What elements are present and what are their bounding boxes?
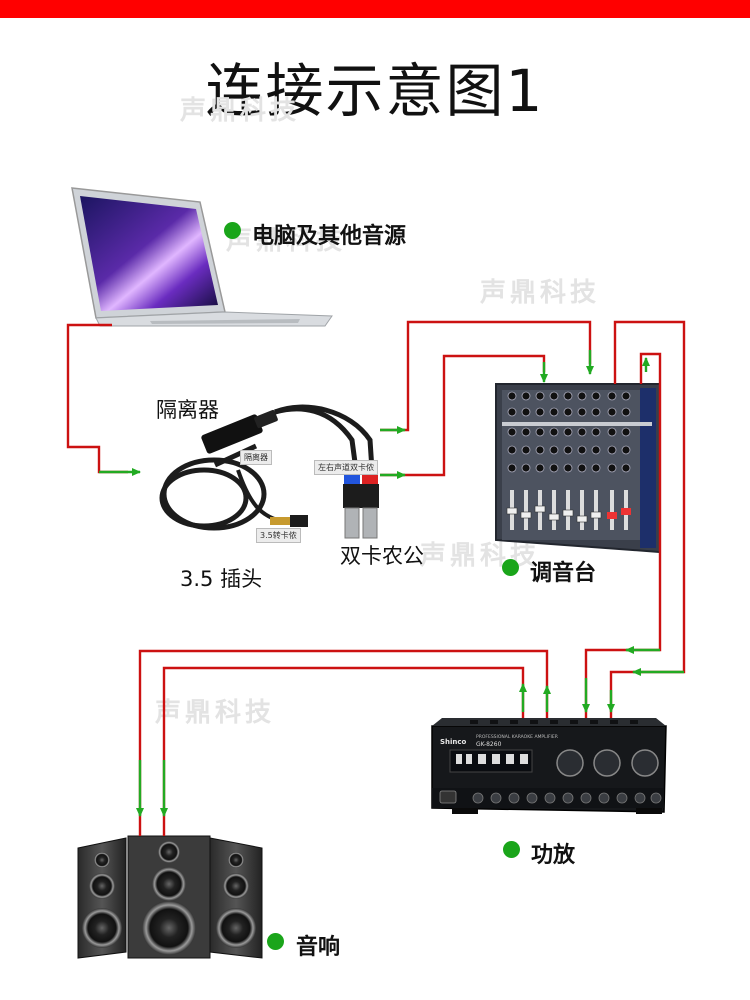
- speakers-dot: [267, 933, 284, 950]
- computer-dot: [224, 222, 241, 239]
- mixer-label: 调音台: [530, 561, 597, 586]
- computer-label: 电脑及其他音源: [252, 224, 407, 249]
- top-accent-bar: [0, 0, 750, 18]
- isolator-tag: 隔离器: [240, 450, 272, 465]
- watermark: 声鼎科技: [180, 96, 301, 126]
- laptop: [71, 187, 333, 327]
- isolator-label: 隔离器: [156, 398, 219, 422]
- wires: [66, 320, 686, 836]
- amplifier-dot: [503, 841, 520, 858]
- xlr-label: 双卡农公: [340, 544, 424, 568]
- watermark: 声鼎科技: [226, 226, 347, 256]
- amp-model: GK-8260: [476, 741, 502, 748]
- amplifier-label: 功放: [531, 843, 576, 868]
- page-title: 连接示意图1: [205, 57, 545, 125]
- mixer: [495, 383, 661, 554]
- speakers-label: 音响: [296, 935, 341, 960]
- speakers: [77, 835, 263, 959]
- jack-tag: 3.5转卡侬: [256, 528, 301, 543]
- amplifier: [431, 718, 667, 814]
- watermark: 声鼎科技: [155, 698, 276, 728]
- watermark: 声鼎科技: [480, 278, 601, 308]
- mixer-dot: [502, 559, 519, 576]
- amp-model-line: PROFESSIONAL KARAOKE AMPLIFIER: [476, 734, 558, 740]
- amp-brand: Shinco: [440, 738, 467, 746]
- plug-label: 3.5 插头: [180, 567, 263, 591]
- xlr-tag: 左右声道双卡侬: [314, 460, 378, 475]
